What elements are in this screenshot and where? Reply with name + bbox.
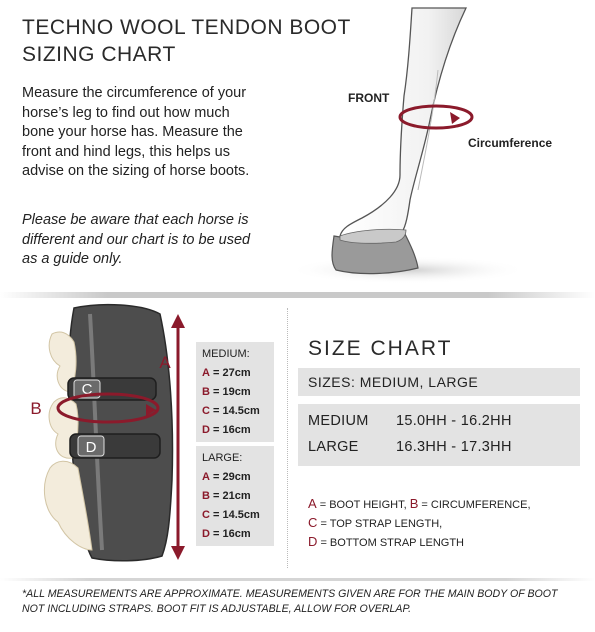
strap-d-label-bg bbox=[77, 435, 105, 457]
large-row-c: C = 14.5cm bbox=[202, 509, 260, 521]
sizes-available-bar: SIZES: MEDIUM, LARGE bbox=[298, 368, 580, 396]
large-measurements-box: LARGE: A = 29cm B = 21cm C = 14.5cm D = … bbox=[196, 446, 274, 546]
boot-circumference-ellipse bbox=[56, 392, 160, 424]
size-table: MEDIUM 15.0HH - 16.2HH LARGE 16.3HH - 17… bbox=[298, 404, 580, 466]
page-title: TECHNO WOOL TENDON BOOT SIZING CHART bbox=[22, 14, 351, 68]
label-d: D bbox=[86, 439, 97, 456]
size-chart-title: SIZE CHART bbox=[308, 337, 453, 360]
size-range: 16.3HH - 17.3HH bbox=[396, 439, 512, 455]
circumference-ellipse bbox=[398, 104, 474, 130]
boot-height-arrow-top bbox=[171, 314, 185, 328]
label-b: B bbox=[30, 399, 41, 418]
large-header: LARGE: bbox=[202, 452, 243, 464]
medium-row-c: C = 14.5cm bbox=[202, 405, 260, 417]
label-a: A bbox=[159, 353, 171, 372]
footnote: *ALL MEASUREMENTS ARE APPROXIMATE. MEASU… bbox=[22, 588, 558, 615]
circumference-label: Circumference bbox=[468, 136, 553, 150]
medium-row-a: A = 27cm bbox=[202, 367, 251, 379]
size-range: 15.0HH - 16.2HH bbox=[396, 413, 512, 429]
footer-divider bbox=[0, 578, 595, 581]
medium-header: MEDIUM: bbox=[202, 348, 250, 360]
boot-circumference-arrowhead bbox=[146, 404, 156, 416]
leg-tendon-line bbox=[417, 69, 439, 191]
guide-note: Please be aware that each horse is diffe… bbox=[22, 212, 251, 267]
large-row-d: D = 16cm bbox=[202, 528, 251, 540]
fleece-bottom bbox=[44, 460, 93, 551]
large-row-a: A = 29cm bbox=[202, 471, 251, 483]
size-name: LARGE bbox=[308, 439, 359, 455]
large-row-b: B = 21cm bbox=[202, 490, 251, 502]
column-divider bbox=[287, 308, 288, 568]
size-name: MEDIUM bbox=[308, 413, 369, 429]
medium-row-d: D = 16cm bbox=[202, 424, 251, 436]
circumference-arrowhead bbox=[450, 112, 460, 124]
legend-line-3: D = BOTTOM STRAP LENGTH bbox=[308, 534, 464, 549]
title-line-2: SIZING CHART bbox=[22, 43, 176, 66]
boot-height-arrow-bottom bbox=[171, 546, 185, 560]
legend-line-2: C = TOP STRAP LENGTH, bbox=[308, 515, 443, 530]
horse-leg-illustration bbox=[290, 7, 528, 284]
medium-row-b: B = 19cm bbox=[202, 386, 251, 398]
measurement-description: Measure the circumference of your horse’… bbox=[22, 85, 250, 179]
section-divider bbox=[0, 292, 595, 298]
measurement-legend: A = BOOT HEIGHT, B = CIRCUMFERENCE, C = … bbox=[308, 495, 588, 552]
title-line-1: TECHNO WOOL TENDON BOOT bbox=[22, 16, 351, 39]
tendon-boot-illustration: C D B A bbox=[30, 303, 185, 562]
legend-line-1: A = BOOT HEIGHT, B = CIRCUMFERENCE, bbox=[308, 496, 531, 511]
boot-highlight bbox=[88, 313, 104, 551]
front-label: FRONT bbox=[348, 91, 390, 105]
medium-measurements-box: MEDIUM: A = 27cm B = 19cm C = 14.5cm D =… bbox=[196, 342, 274, 442]
hoof-top bbox=[339, 228, 407, 244]
label-c: C bbox=[82, 381, 93, 398]
